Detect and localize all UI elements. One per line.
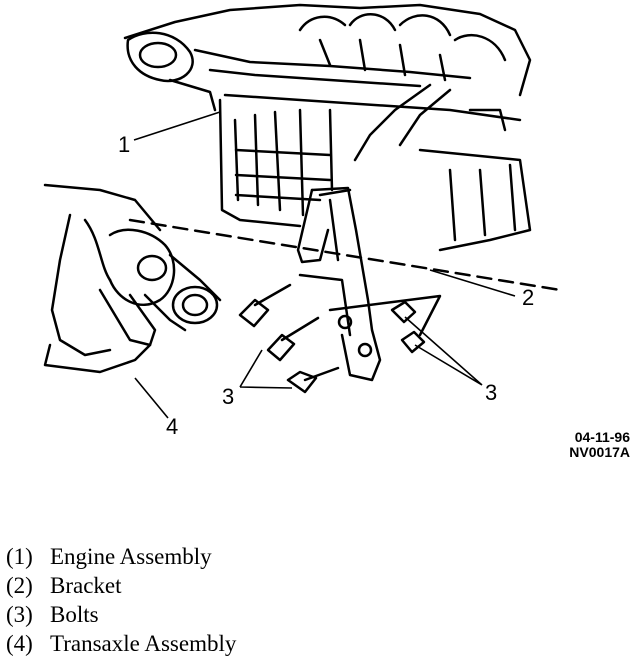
- legend-item-transaxle-assembly: (4) Transaxle Assembly: [6, 629, 236, 658]
- engine-mount-diagram: 1 2 3 3 4: [43, 3, 562, 439]
- legend-label: Bracket: [50, 573, 122, 598]
- legend-item-bolts: (3) Bolts: [6, 600, 236, 629]
- callout-bolts-right: 3: [485, 380, 497, 405]
- legend-number: (1): [6, 544, 33, 569]
- legend-label: Engine Assembly: [50, 544, 212, 569]
- engine-assembly-drawing: [123, 3, 532, 252]
- legend-number: (2): [6, 573, 33, 598]
- legend: (1) Engine Assembly (2) Bracket (3) Bolts (…: [6, 542, 236, 658]
- callout-bolts-left: 3: [222, 384, 234, 409]
- legend-item-bracket: (2) Bracket: [6, 571, 236, 600]
- leader-line-1: [133, 111, 221, 141]
- legend-label: Transaxle Assembly: [50, 631, 237, 656]
- legend-number: (3): [6, 602, 33, 627]
- figure-code: NV0017A: [569, 444, 630, 460]
- callout-bracket: 2: [522, 285, 534, 310]
- legend-number: (4): [6, 631, 33, 656]
- bolts-drawing: [238, 283, 426, 394]
- figure-date: 04-11-96: [574, 429, 630, 445]
- leader-line-4: [134, 377, 169, 419]
- legend-label: Bolts: [50, 602, 99, 627]
- leader-line-3-left: [239, 349, 293, 389]
- callout-engine: 1: [118, 132, 130, 157]
- callout-transaxle: 4: [166, 414, 178, 439]
- legend-item-engine-assembly: (1) Engine Assembly: [6, 542, 236, 571]
- bracket-drawing: [296, 186, 382, 382]
- leader-line-2: [429, 269, 516, 297]
- leader-line-3-right: [404, 316, 483, 386]
- transaxle-assembly-drawing: [43, 183, 222, 374]
- figure-id: 04-11-96 NV0017A: [569, 430, 630, 460]
